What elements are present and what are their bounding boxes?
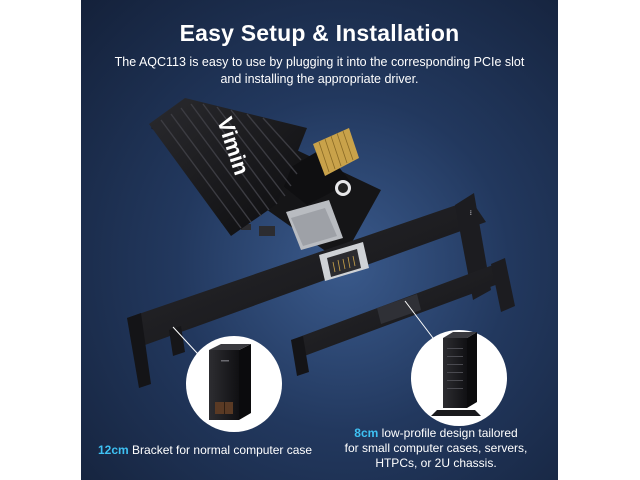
caption-low-profile-line1: 8cm low-profile design tailored xyxy=(321,426,551,441)
caption-normal-text: Bracket for normal computer case xyxy=(128,443,313,457)
low-profile-cutout xyxy=(377,294,421,324)
svg-text:•••: ••• xyxy=(467,210,473,216)
tower-pc-callout xyxy=(186,336,282,432)
page-subtitle: The AQC113 is easy to use by plugging it… xyxy=(114,55,525,86)
caption-low-profile-line2: for small computer cases, servers, xyxy=(344,441,528,455)
caption-low-profile-size: 8cm xyxy=(354,426,379,440)
low-profile-bracket xyxy=(291,258,515,376)
page-title: Easy Setup & Installation xyxy=(179,20,460,46)
product-banner: Vimin xyxy=(81,0,558,480)
mini-pc-callout xyxy=(411,330,507,426)
caption-normal-bracket: 12cm Bracket for normal computer case xyxy=(98,443,338,457)
product-illustration: Vimin xyxy=(127,98,515,432)
caption-low-profile-line1-text: low-profile design tailored xyxy=(378,426,518,440)
caption-normal-size: 12cm xyxy=(98,443,129,457)
caption-low-profile-line3: HTPCs, or 2U chassis. xyxy=(375,456,497,470)
caption-low-profile: 8cm low-profile design tailored for smal… xyxy=(321,426,551,471)
heatsink: Vimin xyxy=(149,98,307,236)
pointer-line-right xyxy=(404,300,434,339)
